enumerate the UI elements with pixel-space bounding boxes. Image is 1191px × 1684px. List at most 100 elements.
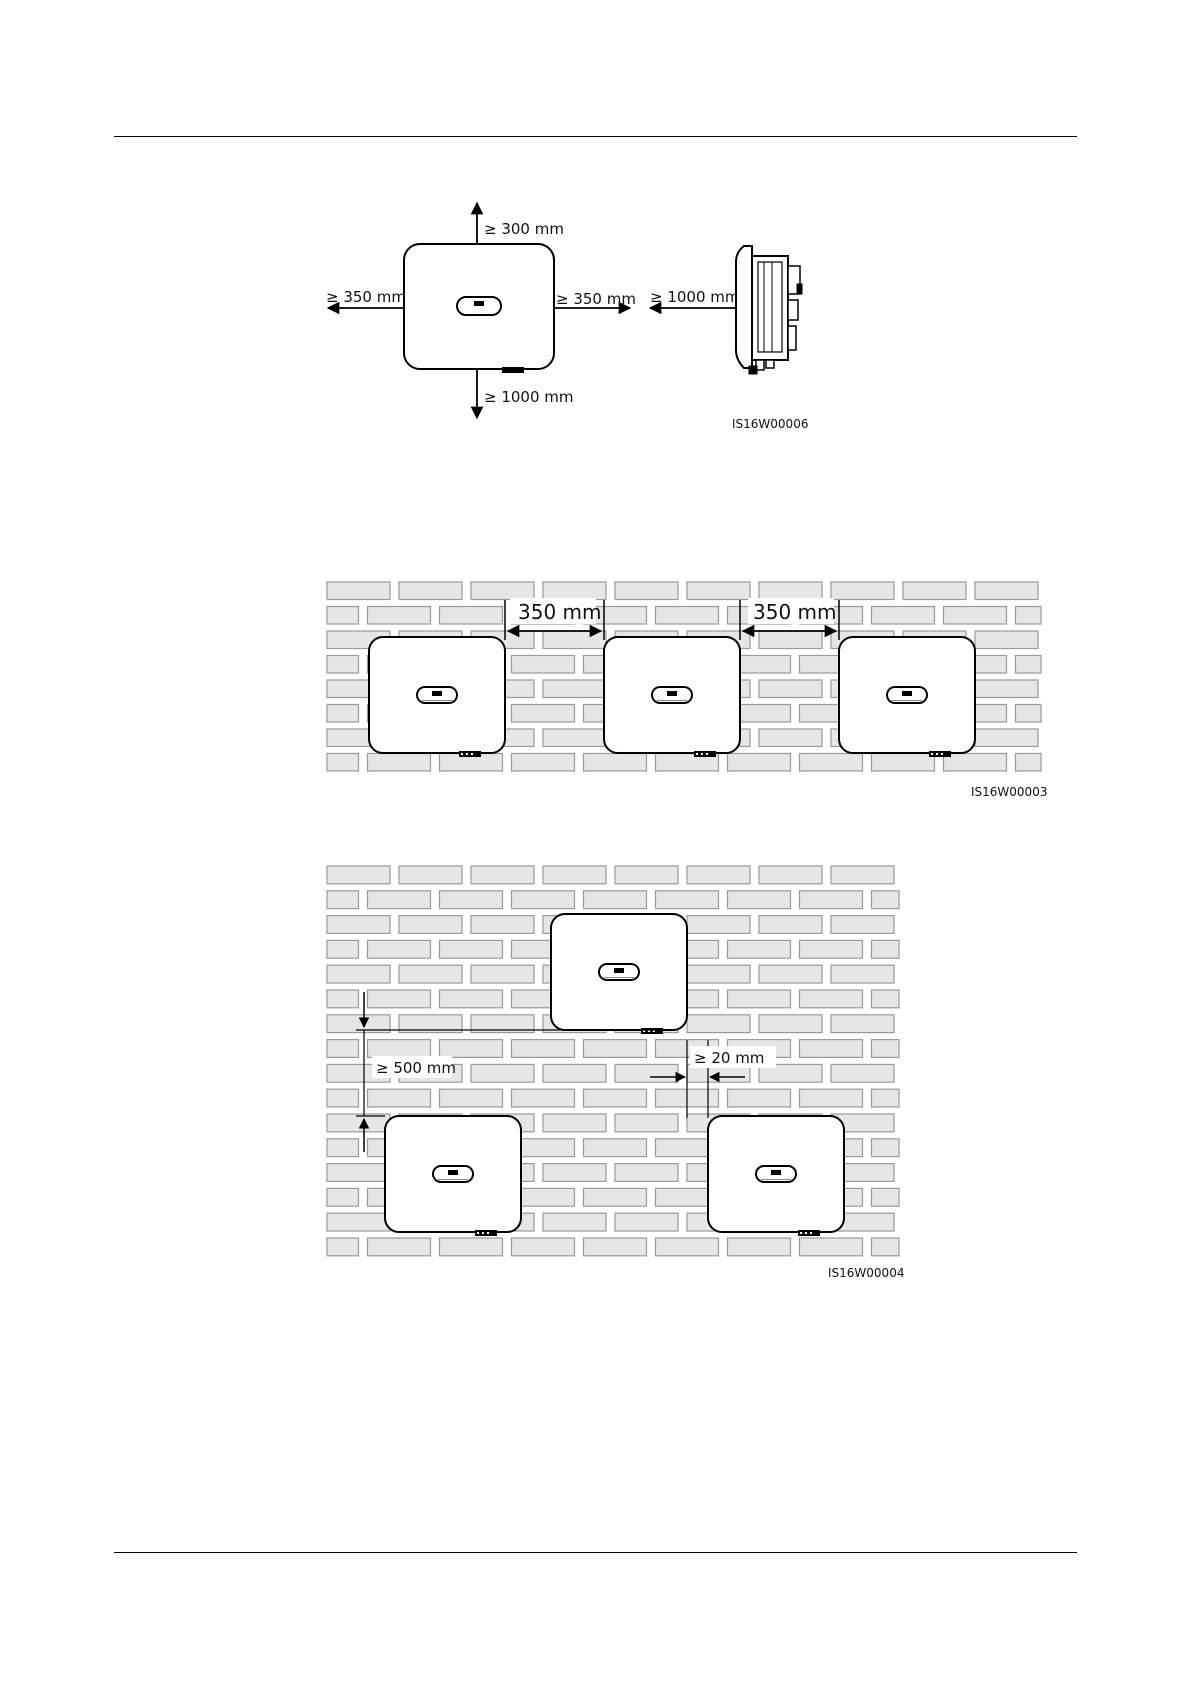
inverter-3 xyxy=(839,637,975,757)
brick xyxy=(872,891,900,909)
brick xyxy=(327,607,359,625)
brick xyxy=(800,1238,863,1256)
brick xyxy=(440,1040,503,1058)
brick xyxy=(800,940,863,958)
brick xyxy=(368,754,431,772)
figure-2-id: IS16W00003 xyxy=(971,785,1047,799)
brick xyxy=(831,1064,894,1082)
brick xyxy=(759,916,822,934)
brick xyxy=(327,1238,359,1256)
brick xyxy=(368,1238,431,1256)
brick xyxy=(368,940,431,958)
brick xyxy=(687,965,750,983)
brick xyxy=(543,1213,606,1231)
gap-left-label: 350 mm xyxy=(518,600,602,624)
brick xyxy=(615,582,678,600)
brick xyxy=(1016,705,1042,723)
brick xyxy=(327,1164,390,1182)
brick xyxy=(440,607,503,625)
brick xyxy=(800,990,863,1008)
brick xyxy=(543,1164,606,1182)
brick xyxy=(872,1188,900,1206)
brick xyxy=(584,1040,647,1058)
brick xyxy=(399,866,462,884)
brick xyxy=(327,582,390,600)
vertical-gap-label: ≥ 500 mm xyxy=(376,1059,456,1077)
brick xyxy=(512,705,575,723)
brick xyxy=(1016,656,1042,674)
brick xyxy=(471,916,534,934)
brick xyxy=(368,1040,431,1058)
brick xyxy=(728,891,791,909)
brick xyxy=(512,1089,575,1107)
brick xyxy=(728,1238,791,1256)
brick xyxy=(872,1089,900,1107)
brick xyxy=(327,754,359,772)
brick xyxy=(512,1040,575,1058)
right-clearance-label: ≥ 350 mm xyxy=(556,290,636,308)
brick xyxy=(759,631,822,649)
brick xyxy=(471,1064,534,1082)
figure-2-side-by-side-diagram: 350 mm 350 mm IS16W00003 xyxy=(327,582,1047,799)
brick xyxy=(687,916,750,934)
brick xyxy=(327,940,359,958)
brick xyxy=(728,940,791,958)
brick xyxy=(1016,607,1042,625)
inverter-1 xyxy=(369,637,505,757)
brick xyxy=(327,866,390,884)
brick xyxy=(831,916,894,934)
brick xyxy=(615,1064,678,1082)
brick xyxy=(831,866,894,884)
figure-3-staggered-diagram: ≥ 500 mm ≥ 20 mm IS16W00004 xyxy=(327,866,904,1280)
brick xyxy=(872,1238,900,1256)
brick xyxy=(584,1089,647,1107)
brick xyxy=(831,582,894,600)
brick xyxy=(368,891,431,909)
brick xyxy=(1016,754,1042,772)
brick xyxy=(872,607,935,625)
brick xyxy=(399,965,462,983)
brick xyxy=(584,891,647,909)
brick xyxy=(327,1188,359,1206)
brick xyxy=(615,1213,678,1231)
brick xyxy=(471,582,534,600)
figure-1-clearance-diagram: ≥ 300 mm ≥ 350 mm ≥ 350 mm ≥ 1000 mm ≥ 1… xyxy=(326,203,808,431)
brick xyxy=(615,1164,678,1182)
brick xyxy=(512,656,575,674)
brick xyxy=(584,1188,647,1206)
brick xyxy=(543,1064,606,1082)
bottom-clearance-label: ≥ 1000 mm xyxy=(484,388,574,406)
brick xyxy=(440,990,503,1008)
brick xyxy=(512,754,575,772)
brick xyxy=(872,990,900,1008)
brick xyxy=(903,582,966,600)
inverter-side-view xyxy=(736,246,802,374)
brick xyxy=(512,891,575,909)
brick xyxy=(512,1238,575,1256)
inverter-front-view xyxy=(404,244,554,373)
brick xyxy=(728,754,791,772)
brick xyxy=(800,891,863,909)
brick xyxy=(615,1114,678,1132)
brick xyxy=(944,754,1007,772)
brick xyxy=(440,891,503,909)
brick xyxy=(543,866,606,884)
brick xyxy=(543,631,606,649)
brick xyxy=(327,965,390,983)
brick xyxy=(543,1114,606,1132)
brick xyxy=(543,680,606,698)
brick xyxy=(327,1089,359,1107)
brick xyxy=(368,607,431,625)
brick xyxy=(687,866,750,884)
brick xyxy=(656,1238,719,1256)
brick xyxy=(728,990,791,1008)
brick xyxy=(368,1089,431,1107)
brick xyxy=(872,940,900,958)
brick xyxy=(440,1238,503,1256)
inverter-lower-left xyxy=(385,1116,521,1236)
brick xyxy=(759,680,822,698)
brick xyxy=(584,1238,647,1256)
inverter-lower-right xyxy=(708,1116,844,1236)
inverter-2 xyxy=(604,637,740,757)
